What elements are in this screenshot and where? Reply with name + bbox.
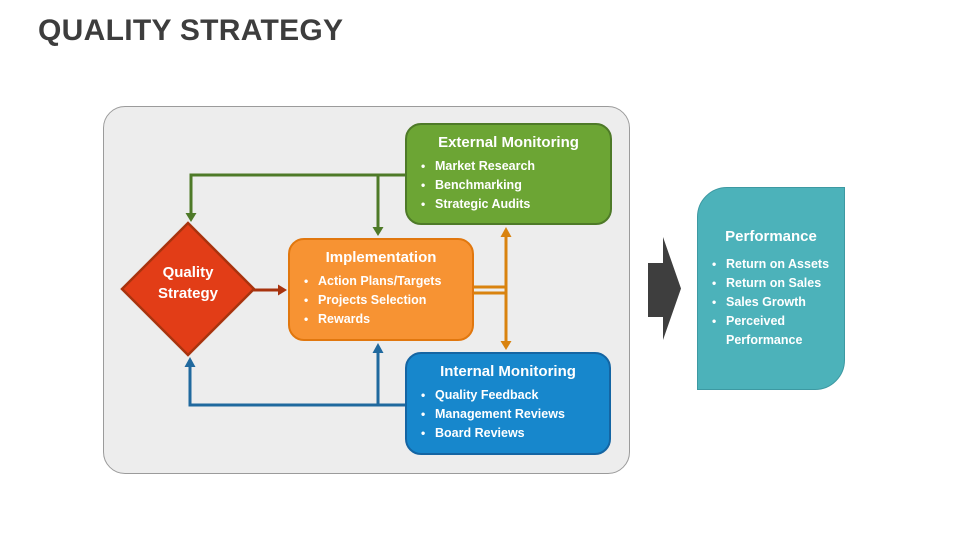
bullet-dot: • xyxy=(421,159,426,173)
diamond-label: Quality Strategy xyxy=(157,264,219,302)
bullet-dot: • xyxy=(712,257,717,271)
bullet-text: Return on Assets xyxy=(726,257,830,271)
bullet-item: • Return on Assets xyxy=(698,255,844,274)
bullet-dot: • xyxy=(421,197,426,211)
bullet-text: Action Plans/Targets xyxy=(318,274,442,288)
bullet-text: Board Reviews xyxy=(435,426,525,440)
bullet-text: Strategic Audits xyxy=(435,197,531,211)
bullet-item: • Strategic Audits xyxy=(407,195,610,214)
bullet-dot: • xyxy=(421,178,426,192)
bullet-text: Benchmarking xyxy=(435,178,522,192)
internal-monitoring-title: Internal Monitoring xyxy=(440,363,576,380)
flow-arrow-icon xyxy=(648,237,681,340)
bullet-text: Projects Selection xyxy=(318,293,427,307)
bullet-text: Management Reviews xyxy=(435,407,565,421)
bullet-item: • Projects Selection xyxy=(290,291,472,310)
bullet-item: • Sales Growth xyxy=(698,293,844,312)
bullet-text: Return on Sales xyxy=(726,276,822,290)
bullet-item: • Market Research xyxy=(407,157,610,176)
bullet-dot: • xyxy=(712,295,717,309)
bullet-dot: • xyxy=(304,293,309,307)
bullet-text: Perceived Performance xyxy=(726,314,803,347)
bullet-item: • Return on Sales xyxy=(698,274,844,293)
bullet-text: Rewards xyxy=(318,312,371,326)
slide-title: QUALITY STRATEGY xyxy=(38,14,344,47)
bullet-item: • Management Reviews xyxy=(407,405,609,424)
implementation-box: Implementation • Action Plans/Targets • Pr… xyxy=(288,238,474,341)
external-monitoring-box: External Monitoring • Market Research • Be… xyxy=(405,123,612,225)
bullet-text: Quality Feedback xyxy=(435,388,539,402)
bullet-item: • Perceived Performance xyxy=(698,312,844,350)
performance-box: Performance • Return on Assets • Return on… xyxy=(697,187,845,390)
bullet-dot: • xyxy=(421,426,426,440)
performance-title: Performance xyxy=(725,228,817,245)
bullet-dot: • xyxy=(304,312,309,326)
bullet-text: Market Research xyxy=(435,159,536,173)
bullet-text: Sales Growth xyxy=(726,295,806,309)
bullet-item: • Rewards xyxy=(290,310,472,329)
bullet-item: • Action Plans/Targets xyxy=(290,272,472,291)
bullet-dot: • xyxy=(712,314,717,328)
bullet-dot: • xyxy=(304,274,309,288)
external-monitoring-title: External Monitoring xyxy=(438,134,579,151)
bullet-item: • Quality Feedback xyxy=(407,386,609,405)
bullet-item: • Board Reviews xyxy=(407,424,609,443)
bullet-item: • Benchmarking xyxy=(407,176,610,195)
bullet-dot: • xyxy=(712,276,717,290)
implementation-title: Implementation xyxy=(325,249,437,266)
internal-monitoring-box: Internal Monitoring • Quality Feedback • M… xyxy=(405,352,611,455)
bullet-dot: • xyxy=(421,388,426,402)
bullet-dot: • xyxy=(421,407,426,421)
